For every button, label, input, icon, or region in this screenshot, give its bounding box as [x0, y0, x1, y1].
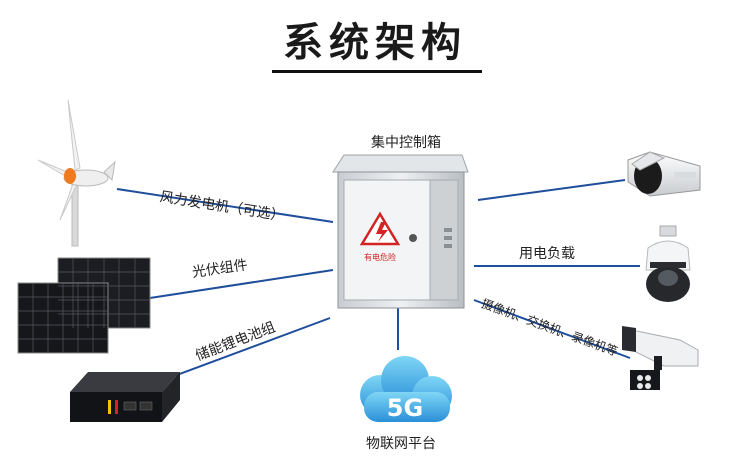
control-box-label: 集中控制箱 — [371, 135, 441, 151]
dome-camera-icon — [645, 225, 691, 302]
cloud-icon: 5G — [360, 356, 452, 422]
solar-panel-icon — [17, 257, 151, 354]
5g-badge: 5G — [387, 394, 423, 422]
bullet-camera-icon — [627, 151, 701, 197]
warning-label: 有电危险 — [364, 252, 396, 262]
title-underline — [272, 70, 482, 73]
link-solar — [149, 269, 334, 299]
link-bullet-camera — [477, 179, 626, 201]
lithium-battery-icon — [70, 372, 180, 422]
link-devices — [473, 299, 631, 359]
link-wind — [116, 188, 334, 223]
ptz-camera-icon — [622, 326, 699, 390]
wind-turbine-icon — [37, 99, 116, 247]
cloud-platform-label: 物联网平台 — [366, 436, 436, 452]
page-title: 系统架构 — [283, 20, 467, 66]
link-label-load: 用电负载 — [519, 246, 575, 262]
control-box-icon: 有电危险 — [332, 154, 469, 309]
